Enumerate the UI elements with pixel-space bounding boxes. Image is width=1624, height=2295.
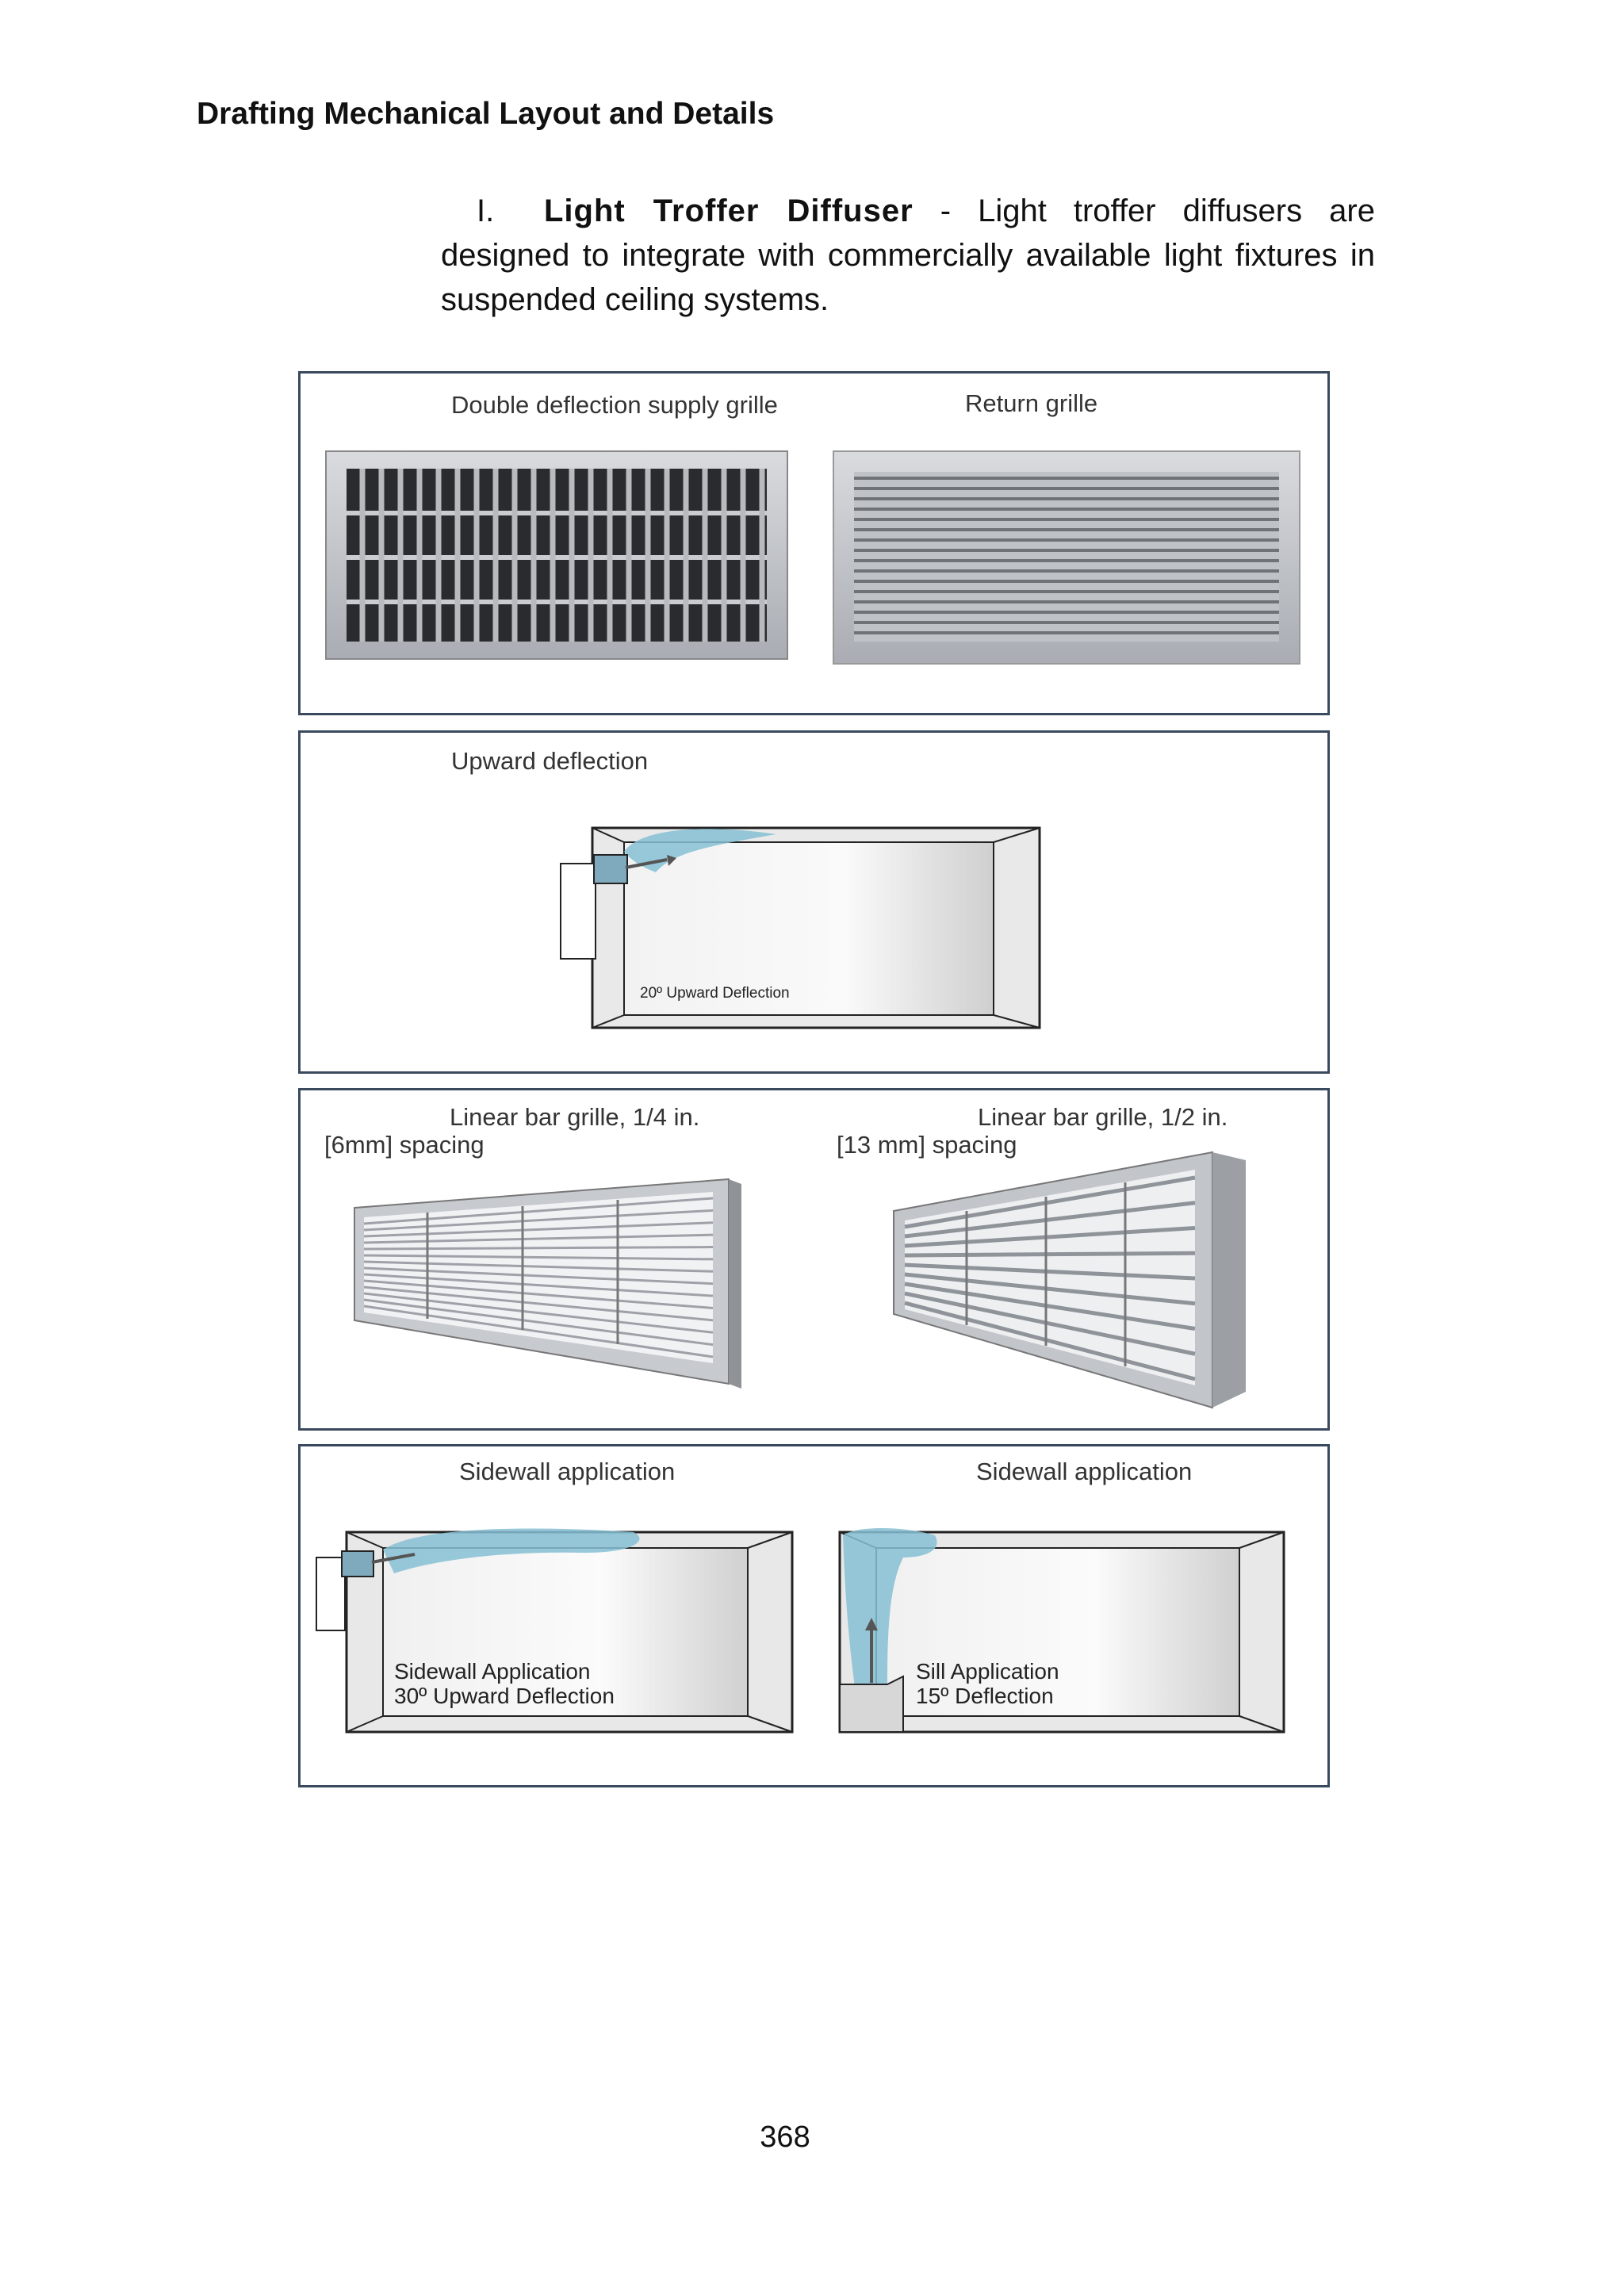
linear-grille-half-label-1: Linear bar grille, 1/2 in. (978, 1103, 1228, 1131)
figure-panel-sidewall-applications: Sidewall application Sidewall applicatio… (298, 1444, 1330, 1787)
section-numeral: I. (477, 193, 495, 228)
upward-deflection-label: Upward deflection (451, 747, 649, 775)
linear-grille-quarter-label-1: Linear bar grille, 1/4 in. (450, 1103, 700, 1131)
section-term: Light Troffer Diffuser (544, 193, 914, 228)
linear-grille-half-label-2: [13 mm] spacing (837, 1131, 1017, 1159)
section-paragraph: I. Light Troffer Diffuser - Light troffer… (441, 189, 1375, 322)
upward-deflection-caption: 20º Upward Deflection (640, 985, 790, 1002)
linear-grille-half-image (893, 1151, 1246, 1409)
section-text: - Light troffer diffusers are designed t… (441, 193, 1375, 317)
sidewall-left-label: Sidewall application (459, 1458, 676, 1485)
upward-deflection-figure (560, 826, 1041, 1029)
sill-caption-1: Sill Application (916, 1659, 1059, 1684)
linear-bar-grilles-figure (354, 1151, 1246, 1409)
linear-grille-quarter-image (354, 1178, 741, 1389)
sill-caption-2: 15º Deflection (916, 1684, 1054, 1708)
linear-grille-quarter-label-2: [6mm] spacing (324, 1131, 485, 1159)
page-number: 368 (760, 2121, 810, 2154)
supply-grille-label: Double deflection supply grille (451, 391, 778, 419)
page-header: Drafting Mechanical Layout and Details (197, 97, 775, 131)
figure-panel-linear-bar-grilles: Linear bar grille, 1/4 in. [6mm] spacing… (298, 1088, 1330, 1431)
sidewall-figure (316, 1528, 1285, 1734)
return-grille-image (833, 450, 1300, 665)
grilles-figure (325, 450, 1300, 665)
sidewall-right-label: Sidewall application (976, 1458, 1193, 1485)
sidewall-left-caption-2: 30º Upward Deflection (394, 1684, 615, 1708)
figure-panel-grilles: Double deflection supply grille Return g… (298, 371, 1330, 715)
return-grille-label: Return grille (965, 389, 1098, 417)
supply-grille-image (325, 450, 788, 660)
figure-panel-upward-deflection: Upward deflection 20º Upward Deflection (298, 730, 1330, 1074)
sidewall-left-caption-1: Sidewall Application (394, 1659, 591, 1684)
